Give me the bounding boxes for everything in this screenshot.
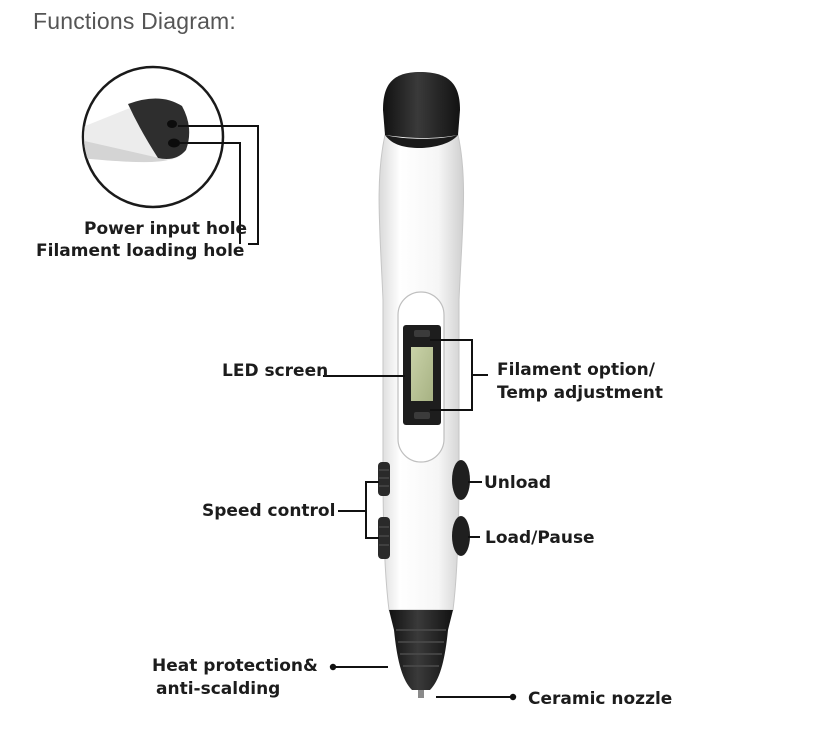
temp-adjustment-label: Temp adjustment bbox=[497, 383, 663, 403]
heat-protection-dot bbox=[329, 663, 337, 671]
pen bbox=[378, 72, 470, 698]
filament-option-label: Filament option/ bbox=[497, 360, 655, 380]
ceramic-nozzle-dot bbox=[509, 693, 517, 701]
led-screen-label: LED screen bbox=[222, 361, 329, 381]
speed-control-top bbox=[378, 462, 390, 496]
leader-lines bbox=[178, 125, 512, 698]
anti-scalding-label: anti-scalding bbox=[156, 679, 281, 699]
speed-control-label: Speed control bbox=[202, 501, 336, 521]
unload-button bbox=[452, 460, 470, 500]
filament-loading-hole-label: Filament loading hole bbox=[36, 241, 245, 261]
option-button-up bbox=[414, 330, 430, 337]
unload-label: Unload bbox=[484, 473, 552, 493]
load-pause-label: Load/Pause bbox=[485, 528, 595, 548]
speed-control-bottom bbox=[378, 517, 390, 559]
load-pause-button bbox=[452, 516, 470, 556]
option-button-down bbox=[414, 412, 430, 419]
lcd-display bbox=[411, 347, 433, 401]
page-title: Functions Diagram: bbox=[33, 8, 237, 34]
magnified-inset bbox=[81, 65, 225, 209]
pen-top-cap bbox=[383, 72, 460, 139]
power-input-hole-label: Power input hole bbox=[84, 219, 248, 239]
ceramic-nozzle-label: Ceramic nozzle bbox=[528, 689, 673, 709]
heat-protection-label: Heat protection& bbox=[152, 656, 318, 676]
power-input-hole bbox=[167, 120, 177, 128]
filament-loading-hole bbox=[168, 138, 180, 148]
heat-protection-tip bbox=[389, 610, 453, 690]
ceramic-nozzle bbox=[418, 690, 424, 698]
